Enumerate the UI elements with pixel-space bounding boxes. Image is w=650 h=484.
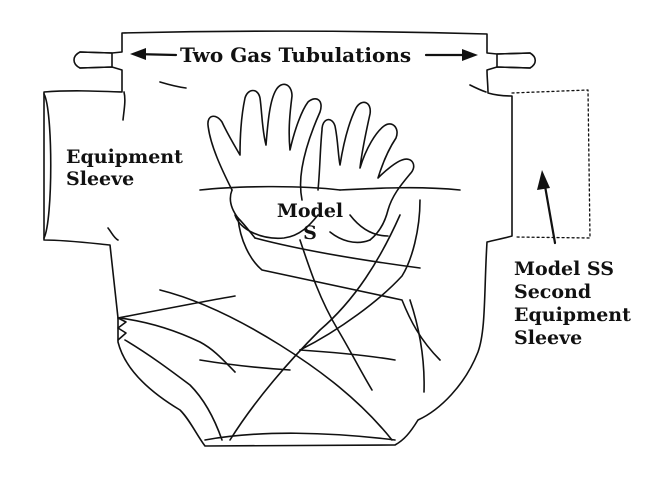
model-ss-label-line4: Sleeve: [514, 327, 583, 349]
tubulation-arrowhead-left: [130, 48, 146, 60]
left-glove: [207, 83, 322, 201]
equipment-sleeve-cuff: [43, 93, 52, 239]
tubulation-arrowhead-right: [462, 49, 478, 61]
bag-fold-line-7: [299, 349, 396, 361]
equipment-sleeve-label-line2: Sleeve: [66, 168, 135, 190]
right-glove: [317, 101, 415, 241]
model-ss-label-line1: Model SS: [514, 258, 614, 280]
model-s-label: Model S: [272, 200, 348, 244]
right-gas-tubulation: [496, 52, 531, 69]
bag-fold-line-4: [159, 289, 393, 441]
bag-fold-line-5: [299, 239, 373, 391]
second-equipment-sleeve-dotted: [511, 89, 591, 239]
bag-fold-line-8: [199, 359, 291, 371]
bag-fold-line-3: [124, 339, 223, 441]
model-ss-label: Model SS Second Equipment Sleeve: [514, 258, 631, 350]
equipment-sleeve-label: Equipment Sleeve: [66, 146, 183, 190]
bag-fold-line-1: [117, 295, 236, 319]
glove-hands-inner: [234, 214, 389, 240]
bag-fold-line-2: [119, 317, 236, 373]
model-s-label-line1: Model: [276, 200, 344, 222]
model-ss-label-line2: Second: [514, 281, 592, 303]
bag-outline: [43, 30, 537, 447]
bag-top-creases: [122, 81, 487, 121]
model-ss-arrow-shaft: [543, 184, 557, 245]
equipment-sleeve-label-line1: Equipment: [66, 146, 183, 168]
two-gas-tubulations-label: Two Gas Tubulations: [180, 43, 412, 67]
equipment-sleeve-fold: [107, 227, 119, 241]
glove-sleeve-left: [237, 217, 441, 361]
model-s-label-line2: S: [303, 222, 317, 244]
bag-side-crease: [117, 317, 127, 341]
right-glove-cuff: [329, 186, 461, 244]
bag-fold-line-6: [409, 299, 425, 393]
bag-bottom-seam: [204, 432, 396, 441]
left-gas-tubulation: [79, 51, 113, 69]
glove-sleeve-right: [229, 199, 421, 441]
model-ss-label-line3: Equipment: [514, 304, 631, 326]
model-ss-arrowhead: [537, 170, 550, 190]
